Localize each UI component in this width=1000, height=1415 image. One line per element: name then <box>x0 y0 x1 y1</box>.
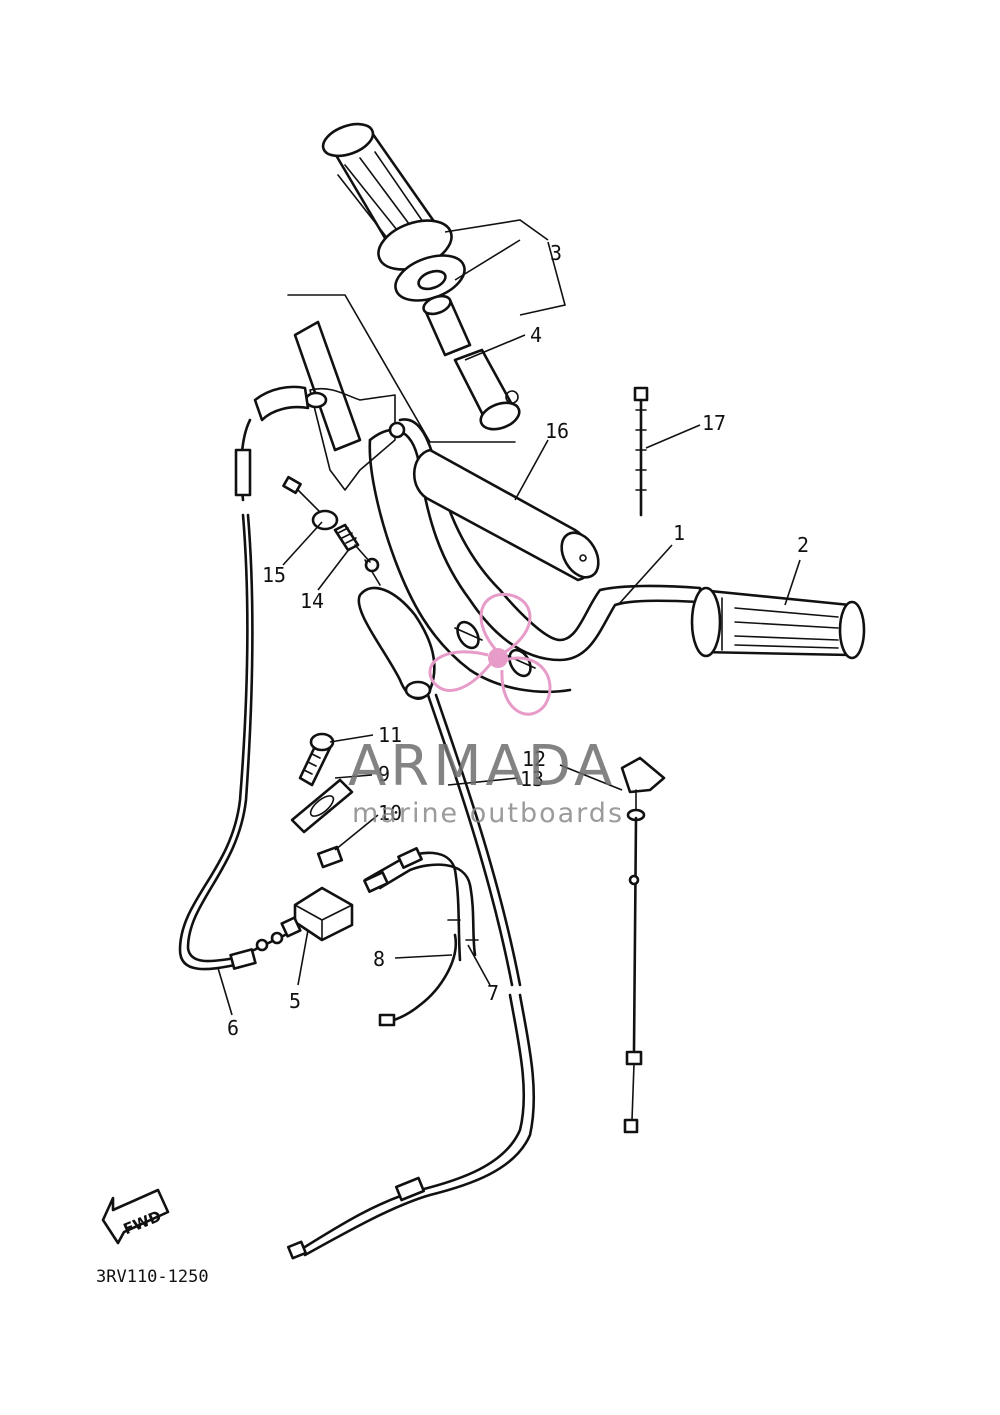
watermark-brand: ARMADA <box>348 734 616 799</box>
right-grip <box>690 586 866 660</box>
cable-junction <box>280 886 354 942</box>
handlebar-left-end <box>287 294 516 491</box>
callout-12: 12 <box>522 747 546 771</box>
callout-15: 15 <box>262 563 286 587</box>
cable-tie <box>633 386 649 517</box>
callout-1: 1 <box>673 521 685 545</box>
watermark: ARMADA marine outboards <box>348 592 624 829</box>
callout-14: 14 <box>300 589 324 613</box>
callout-7: 7 <box>487 981 499 1005</box>
forward-arrow: FWD <box>101 1188 170 1245</box>
grip-sleeve <box>422 294 521 431</box>
watermark-tagline: marine outboards <box>352 798 624 829</box>
bracket-parts <box>290 732 354 869</box>
callout-13: 13 <box>520 767 544 791</box>
switch-cables <box>363 847 479 1027</box>
throttle-cable <box>178 385 310 971</box>
callout-6: 6 <box>227 1016 239 1040</box>
lever <box>357 557 436 700</box>
callout-9: 9 <box>378 762 390 786</box>
leader-lines <box>217 219 801 1016</box>
throttle-grip <box>321 122 466 302</box>
diagram-code: 3RV110-1250 <box>96 1267 209 1287</box>
propeller-flower-icon <box>428 592 552 716</box>
clutch-cable <box>286 693 536 1260</box>
callout-2: 2 <box>797 533 809 557</box>
callout-3: 3 <box>550 241 562 265</box>
callout-4: 4 <box>530 323 542 347</box>
callout-17: 17 <box>702 411 726 435</box>
handlebar-pad <box>413 448 600 582</box>
callout-16: 16 <box>545 419 569 443</box>
callout-11: 11 <box>378 723 402 747</box>
callout-10: 10 <box>378 801 402 825</box>
brake-switch-cable <box>620 756 666 1134</box>
callout-labels: 1 2 3 4 5 6 7 8 9 10 11 12 13 14 15 16 1… <box>227 241 809 1040</box>
callout-5: 5 <box>289 989 301 1013</box>
callout-8: 8 <box>373 947 385 971</box>
